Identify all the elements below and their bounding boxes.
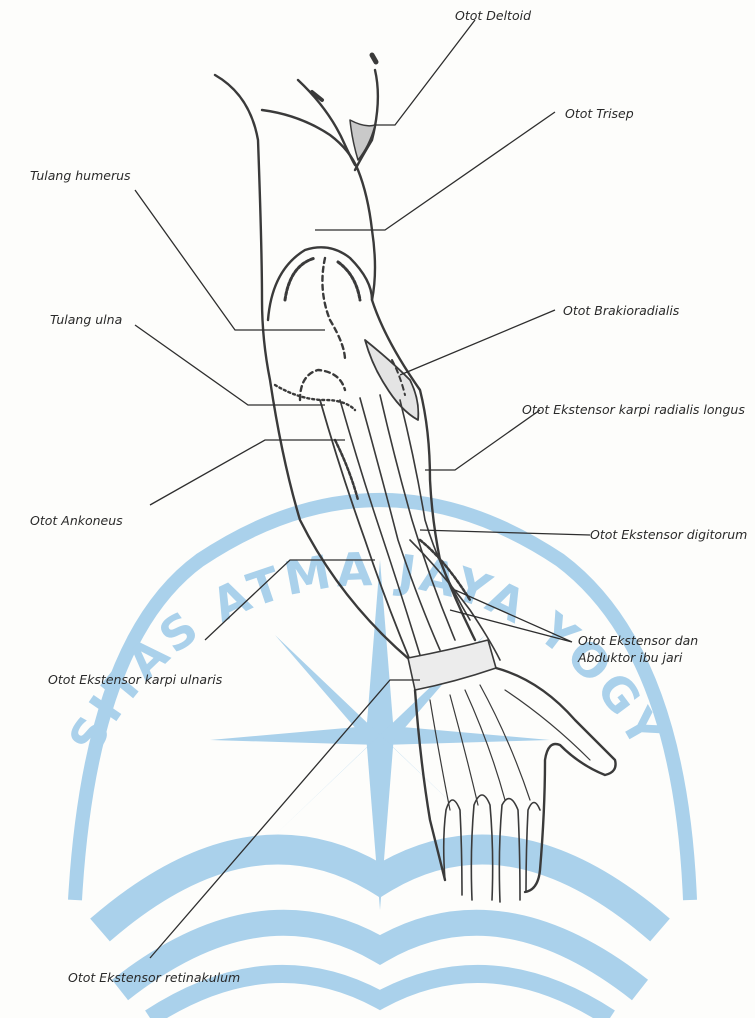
label-trisep: Otot Trisep bbox=[565, 106, 634, 121]
label-humerus: Tulang humerus bbox=[30, 168, 131, 183]
watermark: UNIVERSITAS ATMA JAYA YOGYAKARTA bbox=[0, 0, 690, 1018]
label-ekstensor-abduktor-line2: Abduktor ibu jari bbox=[578, 650, 682, 665]
leader-lines bbox=[135, 20, 590, 958]
label-ekstensor-abduktor-line1: Otot Ekstensor dan bbox=[578, 633, 698, 648]
label-deltoid: Otot Deltoid bbox=[455, 8, 531, 23]
label-ekstensor-retinakulum: Otot Ekstensor retinakulum bbox=[68, 970, 240, 985]
arm-outline bbox=[215, 55, 616, 902]
label-ulna: Tulang ulna bbox=[50, 312, 122, 327]
label-brakioradialis: Otot Brakioradialis bbox=[563, 303, 679, 318]
label-ankoneus: Otot Ankoneus bbox=[30, 513, 123, 528]
label-ekstensor-digitorum: Otot Ekstensor digitorum bbox=[590, 527, 747, 542]
label-ekstensor-karpi-radialis: Otot Ekstensor karpi radialis longus bbox=[522, 402, 745, 417]
label-ekstensor-karpi-ulnaris: Otot Ekstensor karpi ulnaris bbox=[48, 672, 222, 687]
